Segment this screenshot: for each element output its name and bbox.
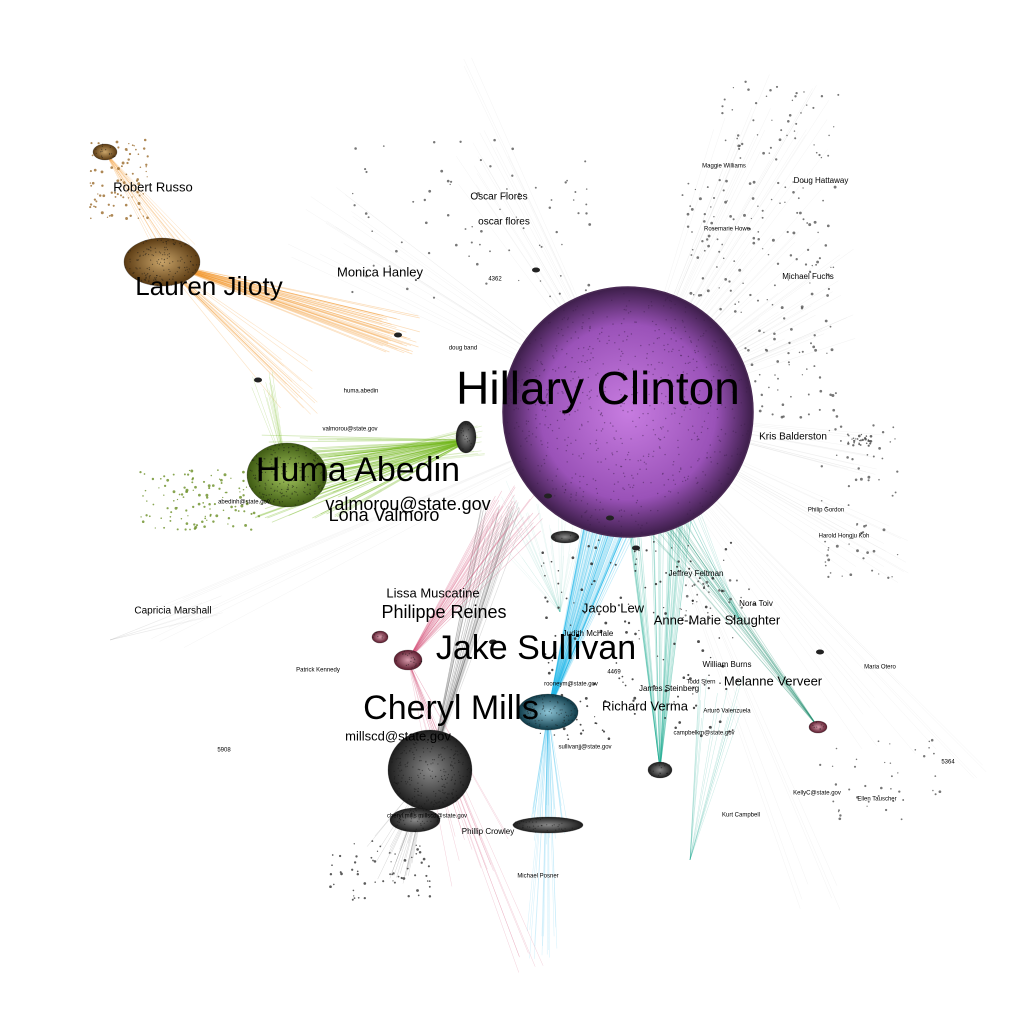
node-label-anne-marie-slaughter: Anne-Marie Slaughter	[654, 612, 781, 627]
node-label-melanne-verveer: Melanne Verveer	[724, 673, 823, 688]
hub-node[interactable]	[502, 286, 754, 538]
node-label-huma-abedin-small: huma.abedin	[344, 389, 379, 395]
node-label-todd-stern: Todd Stern	[686, 680, 715, 686]
cluster-node-blue-mid[interactable]	[550, 530, 580, 544]
node-label-jake-sullivan: Jake Sullivan	[436, 629, 636, 667]
node-label-nora-toiv: Nora Toiv	[739, 599, 773, 608]
node-label-rooneym: rooneym@state.gov	[544, 682, 598, 688]
node-label-ellen-tauscher: Ellen Tauscher	[857, 797, 896, 803]
node-label-abedinh: abedinh@state.gov	[218, 500, 270, 506]
cluster-node-muscatine[interactable]	[371, 630, 389, 644]
node-label-num-5364: 5364	[941, 760, 955, 766]
node-label-maria-otero: Maria Otero	[864, 665, 896, 671]
minor-node[interactable]	[489, 639, 497, 645]
cluster-node-abedin[interactable]	[246, 442, 328, 508]
node-label-num-4362: 4362	[488, 277, 502, 283]
node-label-philippe-reines: Philippe Reines	[381, 602, 506, 622]
node-label-michael-posner: Michael Posner	[517, 874, 558, 880]
edges-layer	[104, 57, 987, 973]
node-label-lona-valmoro: Lona Valmoro	[329, 505, 440, 525]
node-label-robert-russo: Robert Russo	[113, 179, 192, 194]
node-label-kellyc: KellyC@state.gov	[793, 791, 841, 797]
node-label-capricia-marshall: Capricia Marshall	[134, 606, 211, 617]
node-label-num-5908: 5908	[217, 748, 231, 754]
node-label-kris-balderston: Kris Balderston	[759, 432, 827, 443]
node-label-jacob-lew: Jacob Lew	[582, 600, 645, 615]
node-label-campbelkm: campbelkm@state.gov	[673, 731, 734, 737]
node-label-kurt-campbell: Kurt Campbell	[722, 813, 760, 819]
node-label-patrick-kennedy: Patrick Kennedy	[296, 668, 340, 674]
minor-node[interactable]	[394, 332, 402, 338]
node-label-oscar-flores: Oscar Flores	[470, 192, 527, 203]
node-label-doug-hattaway: Doug Hattaway	[794, 176, 849, 185]
node-label-arturo-valenzuela: Arturo Valenzuela	[703, 709, 751, 715]
node-label-huma-abedin: Huma Abedin	[256, 451, 460, 489]
node-label-hillary-clinton: Hillary Clinton	[456, 362, 740, 414]
node-label-rosemarie-howe: Rosemarie Howe	[704, 227, 751, 233]
cluster-node-mills2[interactable]	[389, 807, 441, 833]
node-label-harold-koh: Harold Hongju Koh	[819, 534, 870, 540]
cluster-node-jiloty-top[interactable]	[92, 143, 118, 161]
node-label-judith-mchale: Judith McHale	[563, 629, 614, 638]
minor-node[interactable]	[544, 493, 552, 499]
node-label-monica-hanley: Monica Hanley	[337, 264, 423, 279]
node-label-james-steinberg: James Steinberg	[639, 684, 699, 693]
node-label-num-4469: 4469	[607, 670, 621, 676]
node-label-jeffrey-feltman: Jeffrey Feltman	[669, 569, 724, 578]
minor-node[interactable]	[254, 377, 262, 383]
cluster-node-reines[interactable]	[393, 649, 423, 671]
cluster-node-sullivan[interactable]	[517, 693, 579, 731]
node-label-valmorou-small: valmorou@state.gov	[322, 427, 377, 433]
cluster-node-verveer[interactable]	[808, 720, 828, 734]
node-label-phillip-crowley: Phillip Crowley	[462, 827, 514, 836]
minor-node[interactable]	[816, 649, 824, 655]
node-label-william-burns: William Burns	[703, 660, 752, 669]
minor-node[interactable]	[606, 515, 614, 521]
cluster-node-slaughter[interactable]	[647, 761, 673, 779]
nodes-layer	[89, 80, 942, 901]
node-label-cheryl-mills-small: cheryl.mills millscd@state.gov	[387, 814, 467, 820]
node-label-doug-band: doug band	[449, 346, 477, 352]
minor-node[interactable]	[532, 267, 540, 273]
node-label-richard-verma: Richard Verma	[602, 698, 689, 713]
node-label-oscar-flores-lc: oscar flores	[478, 217, 530, 228]
node-label-cheryl-mills: Cheryl Mills	[363, 689, 539, 727]
node-label-maggie-williams: Maggie Williams	[702, 164, 746, 170]
minor-node[interactable]	[632, 545, 640, 551]
node-label-millscd: millscd@state.gov	[345, 728, 451, 743]
node-label-sullivanjj: sullivanjj@state.gov	[558, 745, 611, 751]
cluster-node-jiloty[interactable]	[123, 237, 201, 287]
node-label-philip-gordon: Philip Gordon	[808, 508, 844, 514]
node-label-valmorou: valmorou@state.gov	[325, 494, 490, 514]
node-label-michael-fuchs: Michael Fuchs	[782, 272, 834, 281]
node-label-lauren-jiloty: Lauren Jiloty	[135, 271, 282, 301]
node-label-lissa-muscatine: Lissa Muscatine	[386, 585, 479, 600]
cluster-node-valmoro[interactable]	[455, 420, 477, 454]
